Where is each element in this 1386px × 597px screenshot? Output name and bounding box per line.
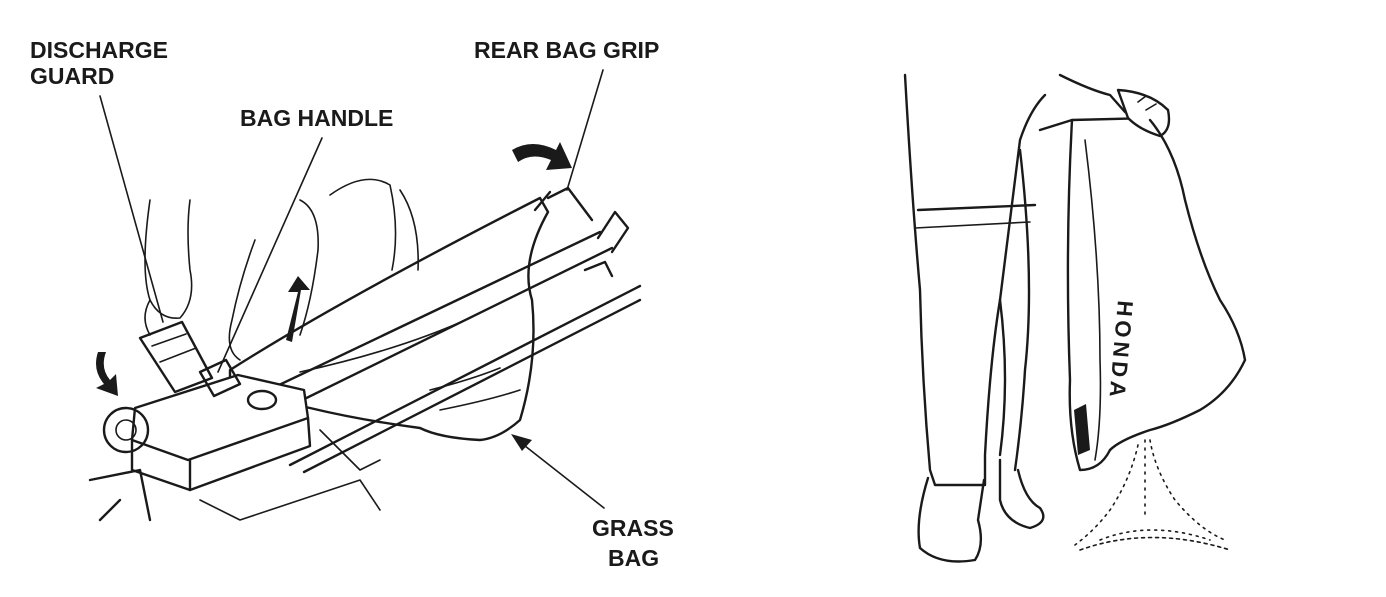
- grass-bag-label-line2: BAG: [608, 545, 659, 571]
- grass-bag-fold: [429, 367, 501, 391]
- trouser-left-outline: [903, 73, 1047, 487]
- engine-cover-side: [188, 416, 312, 492]
- engine-cover-front: [130, 438, 192, 492]
- front-wheel-hub: [115, 419, 137, 441]
- grass-bag-label-line1: GRASS: [592, 515, 674, 541]
- discharge-guard-label-line2: GUARD: [30, 63, 114, 89]
- handle-bar-lower: [288, 284, 642, 467]
- mower-bag-removal-figure: DISCHARGE GUARD BAG HANDLE REAR BAG GRIP…: [30, 37, 674, 571]
- grass-bag-body: [228, 196, 550, 442]
- falling-grass-clippings: [1074, 439, 1231, 551]
- handle-bar-upper-inner: [280, 246, 614, 412]
- bag-back-outline: [1108, 118, 1247, 452]
- bag-handle-leader: [217, 137, 323, 373]
- bag-logo-stripe: [1074, 404, 1090, 455]
- operator-leg-left: [299, 199, 319, 336]
- right-arm: [228, 239, 256, 361]
- lift-up-arrow: [286, 276, 310, 342]
- grass-bag-fold-2: [439, 389, 521, 411]
- operator-leg-right: [329, 178, 397, 271]
- left-hand: [144, 299, 151, 336]
- operator-hand: [1116, 88, 1171, 138]
- rear-bag-grip-link: [533, 190, 552, 212]
- rear-bag-grip-label: REAR BAG GRIP: [474, 37, 659, 63]
- boot-top-line-2: [914, 221, 1031, 229]
- bag-emptying-figure: HONDA: [903, 73, 1247, 563]
- handle-bar-lower-inner: [302, 298, 642, 474]
- front-wheel: [102, 406, 150, 454]
- clippings-stream-left: [1074, 444, 1139, 546]
- rear-grip-rotate-arrow: [512, 142, 572, 170]
- engine-cover: [130, 373, 310, 462]
- operator-fingers: [1137, 95, 1157, 111]
- boot-top-line: [916, 203, 1037, 212]
- bag-logo-text: HONDA: [1104, 300, 1138, 402]
- bag-handle: [198, 358, 242, 398]
- discharge-guard-leader: [99, 95, 164, 323]
- bag-front-edge: [1066, 118, 1112, 472]
- rear-bag-grip: [546, 186, 594, 222]
- operator-arm: [1058, 73, 1127, 114]
- discharge-guard: [138, 320, 214, 394]
- right-boot: [998, 458, 1045, 530]
- grass-bag-seam: [299, 317, 471, 373]
- mower-deck-base: [88, 468, 152, 522]
- clippings-stream-right: [1149, 439, 1226, 541]
- deck-bracket: [319, 429, 381, 471]
- discharge-guard-ribs: [151, 333, 197, 363]
- trouser-right-inner: [998, 298, 1007, 457]
- discharge-guard-label-line1: DISCHARGE: [30, 37, 168, 63]
- left-arm: [144, 199, 193, 319]
- operator-leg-crease: [399, 189, 419, 271]
- left-boot: [917, 476, 986, 563]
- rear-bag-grip-leader: [566, 69, 604, 191]
- bag-fold: [1084, 139, 1102, 461]
- fuel-cap: [246, 389, 278, 411]
- handle-lever: [583, 260, 614, 278]
- handle-end-cap: [596, 210, 630, 254]
- mower-deck-lower: [199, 479, 381, 521]
- grass-bag-arrowhead: [511, 434, 532, 451]
- clippings-pile-2: [1099, 529, 1211, 541]
- clippings-pile: [1079, 536, 1231, 551]
- trouser-right-outline: [1013, 148, 1031, 472]
- grass-bag-leader: [519, 441, 605, 509]
- bag-logo-strip: HONDA: [1074, 300, 1138, 455]
- guard-open-arrow: [96, 352, 118, 396]
- bag-handle-label: BAG HANDLE: [240, 105, 393, 131]
